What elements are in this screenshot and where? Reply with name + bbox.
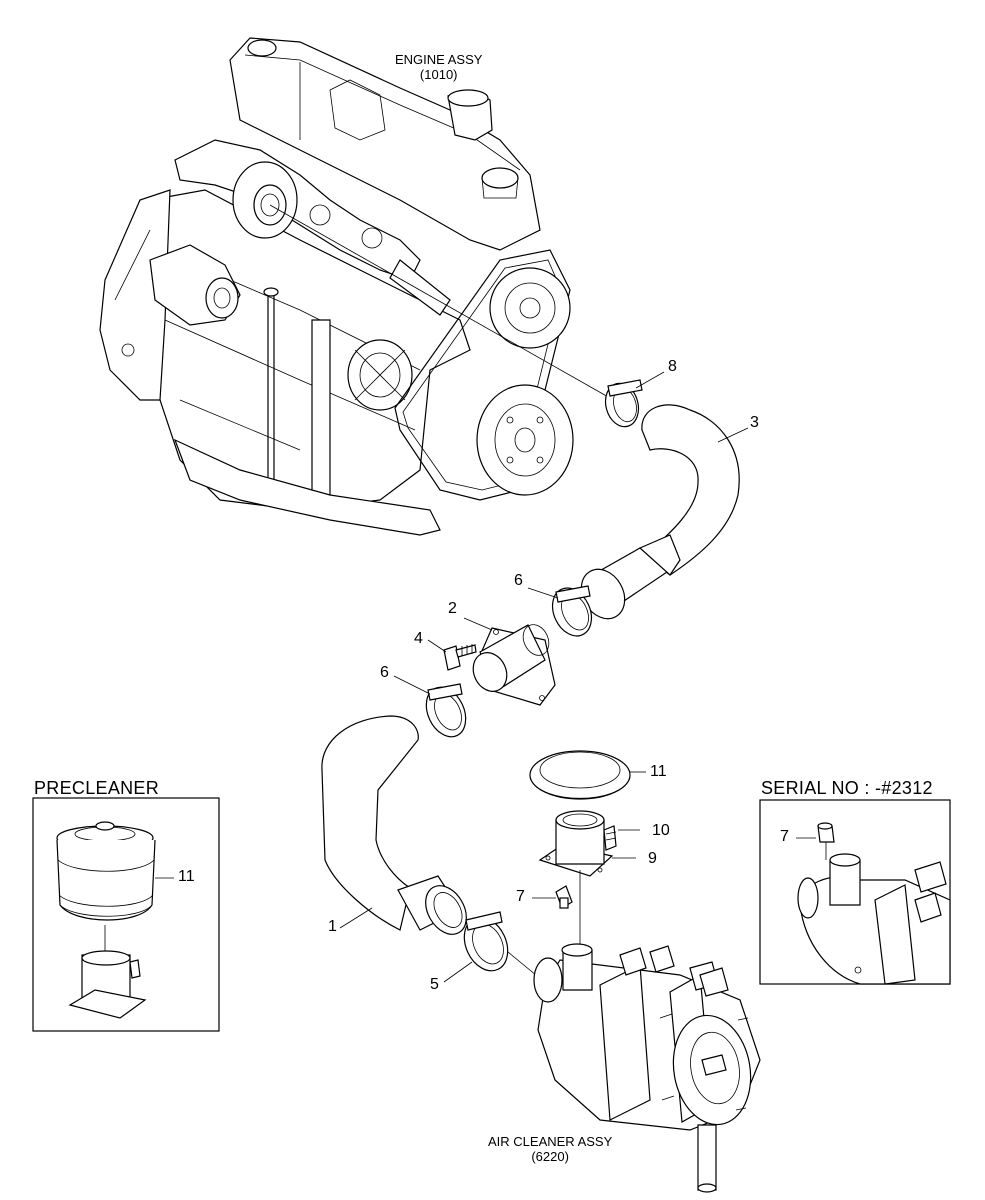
- adapter-9: [538, 810, 614, 877]
- air-cleaner-assy-code: (6220): [531, 1149, 569, 1164]
- clamp-6-upper: [551, 585, 593, 637]
- callout-leader: [427, 639, 447, 653]
- callout-leader: [527, 587, 559, 599]
- clamp-5: [463, 911, 509, 972]
- callout-5: 5: [430, 976, 439, 993]
- service-indicator-7: [555, 885, 573, 909]
- callout-6-upper: 6: [514, 572, 523, 589]
- serial-inset: [759, 799, 951, 985]
- callout-11: 11: [650, 763, 667, 780]
- clamp-6-lower: [425, 683, 467, 738]
- engine-assy-label: ENGINE ASSY (1010): [395, 52, 482, 82]
- precleaner-title: PRECLEANER: [34, 778, 160, 798]
- callout-leader: [463, 617, 493, 631]
- bolt-4: [443, 644, 477, 671]
- clamp-8: [604, 379, 643, 428]
- callout-2: 2: [448, 600, 457, 617]
- serial-title: SERIAL NO : -#2312: [761, 778, 933, 798]
- callout-leader: [635, 371, 665, 389]
- callout-8: 8: [668, 358, 677, 375]
- callout-7: 7: [516, 888, 525, 905]
- air-cleaner-assy-name: AIR CLEANER ASSY: [488, 1134, 613, 1149]
- engine-assembly: [99, 37, 574, 536]
- engine-assy-name: ENGINE ASSY: [395, 52, 483, 67]
- callout-11-precleaner: 11: [178, 868, 195, 885]
- callout-7-inset: 7: [780, 828, 789, 845]
- adapter-2: [472, 624, 556, 706]
- callout-6-lower: 6: [380, 664, 389, 681]
- callout-10: 10: [652, 822, 670, 839]
- callout-9: 9: [648, 850, 657, 867]
- callout-leader: [717, 427, 749, 443]
- callout-1: 1: [328, 918, 337, 935]
- hose-1: [321, 715, 467, 935]
- engine-assy-code: (1010): [419, 67, 458, 82]
- fitting-10: [603, 825, 617, 851]
- callout-3: 3: [750, 414, 759, 431]
- callout-leader: [339, 907, 373, 929]
- air-cleaner-assembly: [533, 943, 761, 1193]
- callout-leader: [443, 961, 473, 983]
- hose-3: [580, 404, 740, 620]
- leader-line: [269, 204, 611, 399]
- precleaner-cap-11: [529, 750, 631, 800]
- air-cleaner-assy-label: AIR CLEANER ASSY (6220): [488, 1134, 612, 1164]
- callout-leader: [393, 675, 431, 695]
- callout-4: 4: [414, 630, 423, 647]
- precleaner-inset: [32, 797, 220, 1032]
